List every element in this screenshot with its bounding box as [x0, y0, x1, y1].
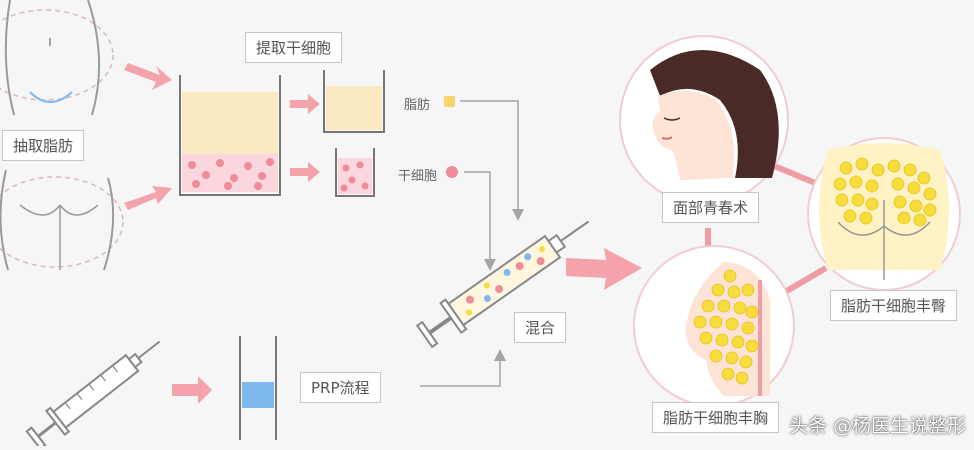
- prp-syringe: [25, 340, 161, 450]
- hips-icon: [0, 169, 124, 271]
- cell-legend-marker: [446, 166, 458, 178]
- watermark: 头条 @杨医生说整形: [788, 415, 966, 437]
- arrow-to-fat-beaker: [290, 94, 320, 114]
- arrow-abdomen-to-beaker: [124, 63, 172, 90]
- prp-label: PRP流程: [300, 372, 381, 403]
- mix-label: 混合: [514, 312, 567, 343]
- connector-breast-hip: [783, 265, 828, 295]
- breast-augmentation-label: 脂肪干细胞丰胸: [652, 402, 780, 433]
- arrow-to-cell-beaker: [290, 162, 320, 182]
- cells-to-mix-connector: [464, 171, 496, 271]
- fat-beaker: [323, 70, 385, 133]
- breast-result-circle: [633, 245, 795, 407]
- fat-to-mix-connector: [460, 100, 524, 221]
- abdomen-icon: [0, 0, 114, 116]
- mixing-syringe: [415, 220, 590, 349]
- cell-beaker: [335, 148, 375, 197]
- centrifuge-beaker: [179, 75, 281, 196]
- face-rejuvenation-label: 面部青春术: [662, 192, 760, 223]
- stem-cells-label: 干细胞: [398, 169, 438, 184]
- arrow-hips-to-beaker: [124, 186, 172, 210]
- arrow-to-prp-tube: [172, 376, 212, 404]
- extract-fat-label: 抽取脂肪: [2, 130, 85, 161]
- extract-stem-cells-label: 提取干细胞: [245, 32, 343, 63]
- arrow-to-results: [566, 248, 642, 290]
- prp-tube: [239, 336, 277, 440]
- fat-legend-marker: [444, 96, 455, 107]
- prp-to-mix-connector: [420, 349, 506, 387]
- fat-label: 脂肪: [404, 98, 431, 113]
- face-result-circle: [619, 35, 789, 205]
- hip-augmentation-label: 脂肪干细胞丰臀: [830, 290, 958, 321]
- hip-result-circle: [807, 137, 961, 291]
